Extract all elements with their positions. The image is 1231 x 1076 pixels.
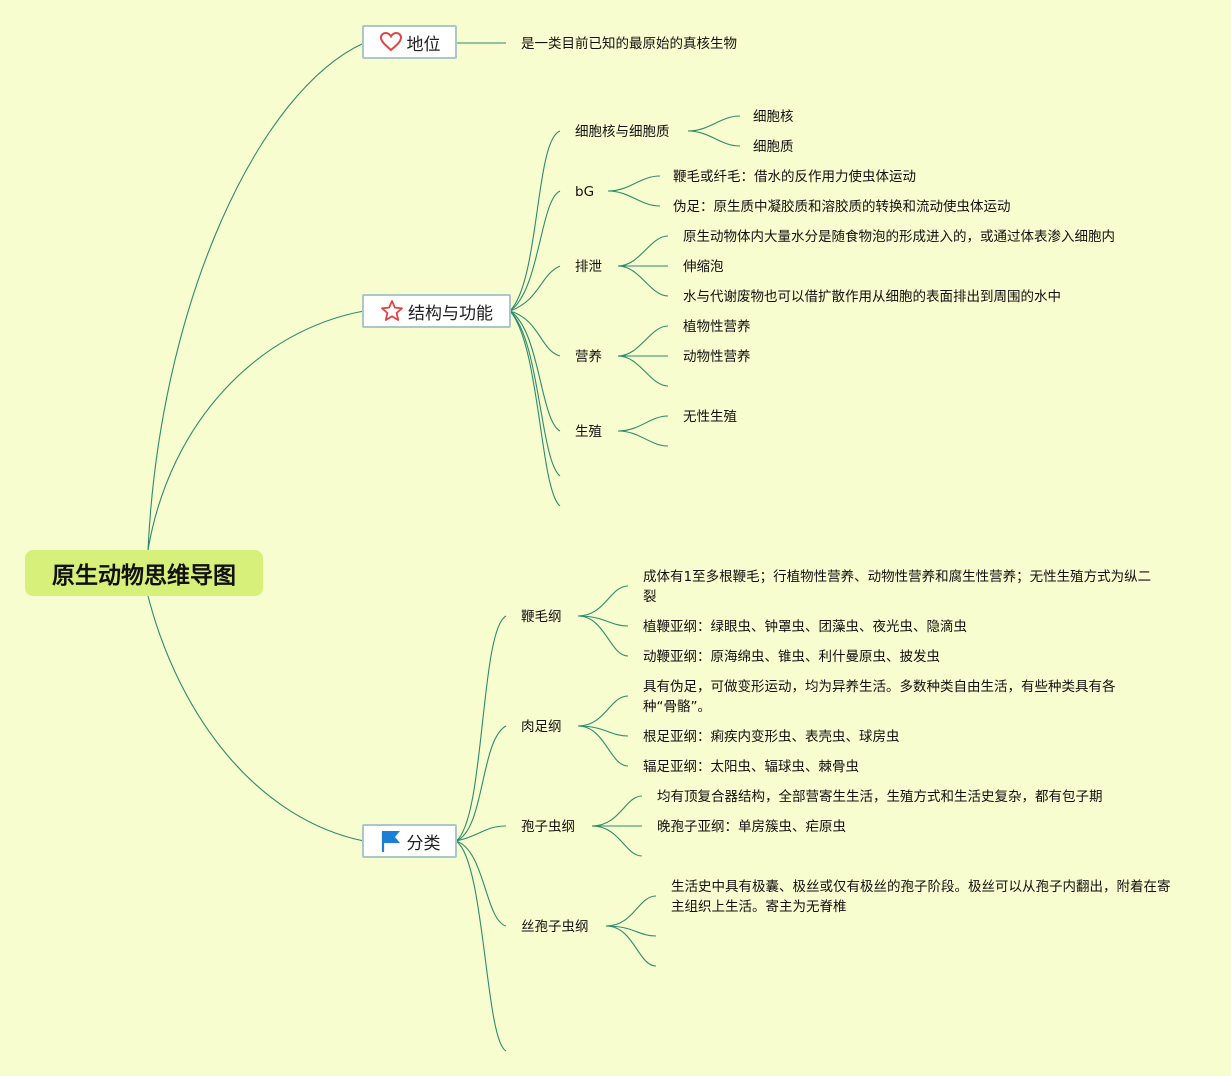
topic-microsporidia[interactable]: 丝孢子虫纲 — [521, 919, 589, 935]
root-title: 原生动物思维导图 — [52, 563, 236, 589]
leaf-item[interactable]: 细胞质 — [753, 139, 794, 155]
star-icon — [380, 299, 404, 323]
leaf-item[interactable]: 细胞核 — [753, 109, 794, 125]
branch-structure-label: 结构与功能 — [408, 303, 493, 324]
status-text: 是一类目前已知的最原始的真核生物 — [521, 36, 737, 52]
heart-icon — [379, 30, 403, 54]
leaf-item[interactable]: 伸缩泡 — [683, 259, 724, 275]
leaf-item[interactable]: 均有顶复合器结构，全部营寄生生活，生殖方式和生活史复杂，都有包子期 — [657, 789, 1103, 805]
branch-status-label: 地位 — [406, 34, 441, 55]
branch-classification[interactable]: 分类 — [362, 824, 457, 858]
leaf-item[interactable]: 植物性营养 — [683, 319, 751, 335]
leaf-item[interactable]: 动鞭亚纲：原海绵虫、锥虫、利什曼原虫、披发虫 — [643, 649, 940, 665]
leaf-item[interactable]: 植鞭亚纲：绿眼虫、钟罩虫、团藻虫、夜光虫、隐滴虫 — [643, 619, 967, 635]
leaf-item[interactable]: 原生动物体内大量水分是随食物泡的形成进入的，或通过体表渗入细胞内 — [683, 229, 1115, 245]
leaf-item[interactable]: 无性生殖 — [683, 409, 737, 425]
topic-sarcodina[interactable]: 肉足纲 — [521, 719, 562, 735]
leaf-item[interactable]: 根足亚纲：痢疾内变形虫、表壳虫、球房虫 — [643, 729, 900, 745]
leaf-item[interactable]: 成体有1至多根鞭毛；行植物性营养、动物性营养和腐生性营养；无性生殖方式为纵二裂 — [643, 569, 1152, 605]
leaf-item[interactable]: 辐足亚纲：太阳虫、辐球虫、棘骨虫 — [643, 759, 859, 775]
leaf-item[interactable]: 具有伪足，可做变形运动，均为异养生活。多数种类自由生活，有些种类具有各种“骨骼”… — [643, 679, 1116, 715]
branch-structure[interactable]: 结构与功能 — [362, 294, 511, 328]
leaf-item[interactable]: 水与代谢废物也可以借扩散作用从细胞的表面排出到周围的水中 — [683, 289, 1061, 305]
flag-icon — [379, 829, 403, 853]
leaf-item[interactable]: 伪足：原生质中凝胶质和溶胶质的转换和流动使虫体运动 — [673, 199, 1011, 215]
topic-mastigophora[interactable]: 鞭毛纲 — [521, 609, 562, 625]
topic-nucleus-cytoplasm[interactable]: 细胞核与细胞质 — [575, 124, 670, 140]
root-topic[interactable]: 原生动物思维导图 — [25, 550, 263, 596]
topic-locomotion[interactable]: bG — [575, 184, 595, 200]
topic-reproduction[interactable]: 生殖 — [575, 424, 602, 440]
branch-status[interactable]: 地位 — [362, 25, 457, 59]
topic-excretion[interactable]: 排泄 — [575, 259, 602, 275]
topic-sporozoa[interactable]: 孢子虫纲 — [521, 819, 575, 835]
branch-classification-label: 分类 — [406, 833, 441, 854]
leaf-item[interactable]: 晚孢子亚纲：单房簇虫、疟原虫 — [657, 819, 846, 835]
leaf-item[interactable]: 生活史中具有极囊、极丝或仅有极丝的孢子阶段。极丝可以从孢子内翻出，附着在寄主组织… — [671, 879, 1171, 915]
leaf-item[interactable]: 动物性营养 — [683, 349, 751, 365]
topic-nutrition[interactable]: 营养 — [575, 349, 602, 365]
leaf-item[interactable]: 鞭毛或纤毛：借水的反作用力使虫体运动 — [673, 169, 916, 185]
